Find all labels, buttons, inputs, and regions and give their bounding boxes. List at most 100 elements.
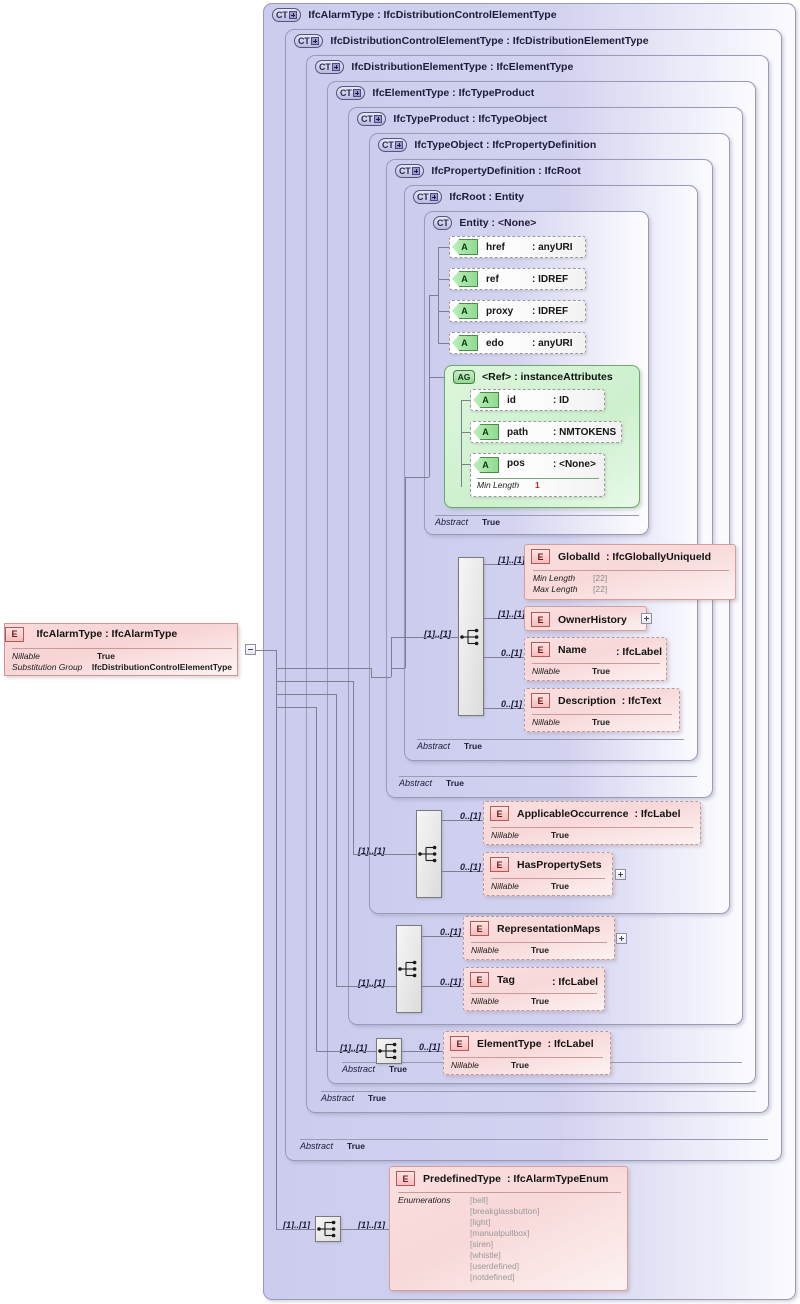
facet-key: Nillable (491, 830, 519, 840)
facet-key: Nillable (471, 945, 499, 955)
attribute-edo[interactable]: A edo : anyURI (449, 332, 586, 354)
element-name-label: HasPropertySets (517, 858, 602, 871)
complextype-badge-icon[interactable]: CT (378, 138, 408, 152)
attributegroup-badge-icon: AG (453, 370, 475, 384)
facet-value: True (531, 945, 549, 955)
sequence-compositor-predefinedtype[interactable] (315, 1216, 341, 1242)
element-type: : IfcLabel (547, 1037, 594, 1050)
attribute-type: : NMTOKENS (553, 426, 617, 438)
attribute-type: : <None> (553, 459, 596, 470)
element-header: E Name (531, 642, 587, 657)
complextype-header-ifcdistributioncontrolelementtype: CT IfcDistributionControlElementType : I… (294, 34, 649, 48)
element-name-label: Tag (497, 973, 515, 986)
element-name-label: ApplicableOccurrence (517, 807, 629, 820)
facet-key: Nillable (451, 1060, 479, 1070)
element-facets: Nillable True (471, 942, 607, 956)
attribute-name: id (507, 394, 516, 406)
cardinality-ifctypeobject-sequence: [1]..[1] (358, 846, 385, 856)
connector-seq-in (353, 854, 416, 855)
element-header: E HasPropertySets (490, 857, 602, 872)
complextype-title: IfcDistributionElementType : IfcElementT… (351, 61, 574, 73)
expand-ownerhistory-button[interactable] (641, 613, 652, 624)
cardinality-ifcelementtype-sequence: [1]..[1] (340, 1043, 367, 1053)
facet-value: True (592, 666, 610, 676)
attribute-href[interactable]: A href : anyURI (449, 236, 586, 258)
element-type: : IfcGloballyUniqueId (606, 550, 712, 563)
sequence-compositor-ifcroot[interactable] (458, 557, 484, 716)
element-name-label: Name (558, 643, 587, 656)
element-badge-icon: E (490, 857, 509, 872)
element-representationmaps[interactable]: E RepresentationMaps Nillable True (463, 916, 615, 960)
connector-tag (422, 986, 464, 987)
expand-haspropertysets-button[interactable] (615, 869, 626, 880)
routing-branch-entity-attrs-out (405, 477, 429, 478)
complextype-badge-icon[interactable]: CT (336, 86, 366, 100)
complextype-badge-icon[interactable]: CT (433, 216, 453, 230)
facet-value: True (592, 717, 610, 727)
facet-value: [22] (593, 573, 608, 583)
ag-attr-trunk (461, 400, 462, 487)
sequence-compositor-ifctypeproduct[interactable] (396, 925, 422, 1013)
element-predefinedtype[interactable]: E PredefinedType : IfcAlarmTypeEnum Enum… (389, 1166, 628, 1291)
element-facets-enumerations: Enumerations [bell] [breakglassbutton] [… (398, 1192, 621, 1283)
element-badge-icon: E (531, 693, 550, 708)
abstract-row: Abstract True (435, 515, 639, 527)
expand-representationmaps-button[interactable] (616, 933, 627, 944)
sequence-compositor-ifctypeobject[interactable] (416, 810, 442, 898)
element-applicableoccurrence[interactable]: E ApplicableOccurrence : IfcLabel Nillab… (483, 801, 701, 845)
element-ownerhistory[interactable]: E OwnerHistory (524, 606, 647, 631)
attribute-pos[interactable]: A pos : <None> Min Length 1 (470, 453, 605, 497)
attribute-name: pos (507, 458, 525, 469)
abstract-label: Abstract (300, 1141, 334, 1151)
collapse-ifcalarmtype-button[interactable] (245, 644, 256, 655)
connector-globalid (484, 564, 524, 565)
attribute-type: : IDREF (532, 305, 569, 317)
element-name-label: ElementType (477, 1037, 542, 1050)
attribute-badge-icon: A (473, 424, 499, 440)
facet-min-length: Min Length 1 (477, 478, 599, 490)
element-badge-icon: E (531, 642, 550, 657)
abstract-label: Abstract (417, 741, 451, 751)
attribute-badge-icon: A (452, 271, 478, 287)
complextype-badge-icon[interactable]: CT (315, 60, 345, 74)
ag-attr-branch (461, 432, 471, 433)
complextype-title: IfcDistributionControlElementType : IfcD… (330, 35, 649, 47)
abstract-label: Abstract (321, 1093, 355, 1103)
element-header: E ElementType : IfcLabel (450, 1036, 594, 1051)
cardinality-predefinedtype-right: [1]..[1] (358, 1220, 385, 1230)
routing-spine-entity-attrs-3 (429, 295, 430, 377)
attribute-ref[interactable]: A ref : IDREF (449, 268, 586, 290)
element-header: E GlobalId : IfcGloballyUniqueId (531, 549, 711, 564)
complextype-header-ifcroot: CT IfcRoot : Entity (413, 190, 524, 204)
complextype-title: IfcTypeObject : IfcPropertyDefinition (414, 139, 597, 151)
attribute-path[interactable]: A path : NMTOKENS (470, 421, 622, 443)
entity-attr-branch (438, 247, 450, 248)
facet-key: Nillable (471, 996, 499, 1006)
attribute-proxy[interactable]: A proxy : IDREF (449, 300, 586, 322)
element-globalid[interactable]: E GlobalId : IfcGloballyUniqueId Min Len… (524, 544, 736, 600)
element-name: OwnerHistory (558, 613, 627, 626)
complextype-badge-icon[interactable]: CT (395, 164, 425, 178)
attribute-id[interactable]: A id : ID (470, 389, 605, 411)
complextype-badge-icon[interactable]: CT (357, 112, 387, 126)
sequence-compositor-ifcelementtype[interactable] (376, 1038, 402, 1064)
element-badge-icon: E (5, 626, 24, 642)
element-badge-icon: E (470, 972, 489, 987)
complextype-badge-icon[interactable]: CT (413, 190, 443, 204)
complextype-title: IfcPropertyDefinition : IfcRoot (431, 165, 581, 177)
sequence-icon (378, 1042, 397, 1060)
complextype-badge-icon[interactable]: CT (294, 34, 324, 48)
complextype-badge-icon[interactable]: CT (272, 8, 302, 22)
abstract-value: True (389, 1064, 407, 1074)
complextype-header-ifcdistributionelementtype: CT IfcDistributionElementType : IfcEleme… (315, 60, 573, 74)
element-header: E RepresentationMaps (470, 921, 600, 936)
